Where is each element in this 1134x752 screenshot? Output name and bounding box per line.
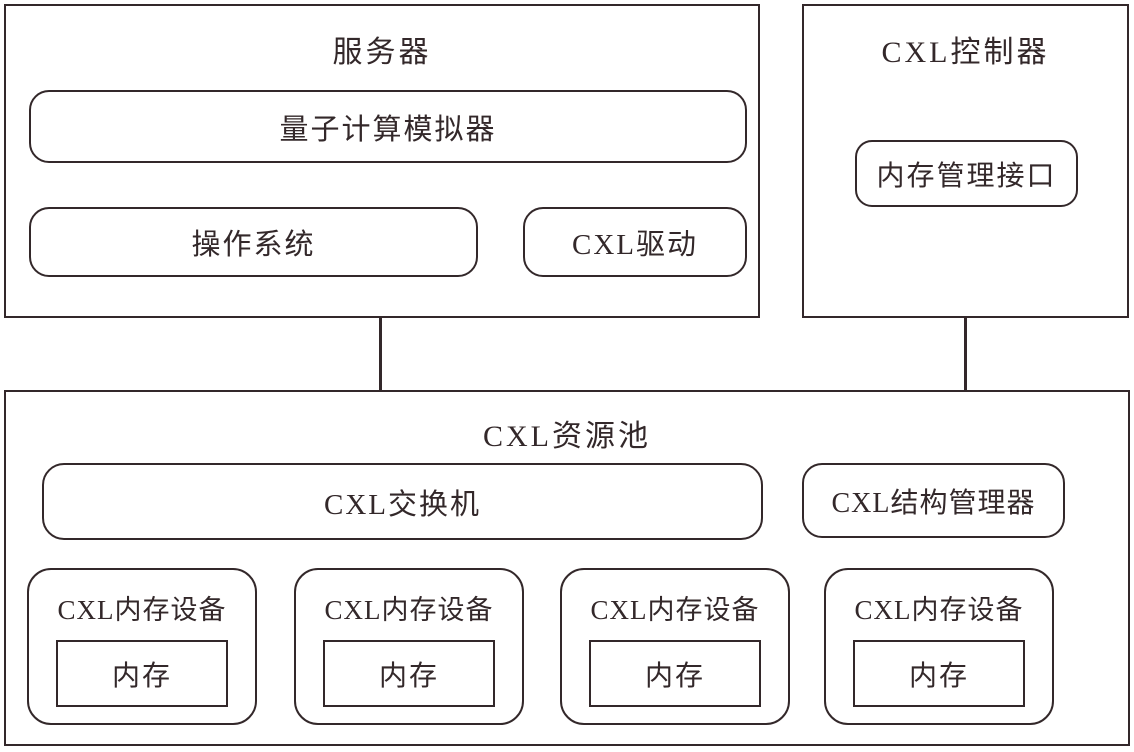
cxl-memory-device-box-2: CXL内存设备 内存 bbox=[294, 568, 524, 725]
memory-label-2: 内存 bbox=[378, 660, 439, 692]
cxl-memory-device-box-1: CXL内存设备 内存 bbox=[27, 568, 257, 725]
memory-box-2: 内存 bbox=[323, 640, 495, 707]
memory-management-interface-box: 内存管理接口 bbox=[855, 140, 1078, 207]
memory-management-interface-label: 内存管理接口 bbox=[876, 160, 1057, 192]
cxl-driver-label: CXL驱动 bbox=[571, 229, 698, 261]
cxl-fabric-manager-box: CXL结构管理器 bbox=[802, 463, 1065, 538]
cxl-memory-device-label-2: CXL内存设备 bbox=[324, 595, 494, 625]
quantum-simulator-label: 量子计算模拟器 bbox=[279, 113, 497, 146]
cxl-memory-device-label-1: CXL内存设备 bbox=[57, 595, 227, 625]
operating-system-box: 操作系统 bbox=[29, 207, 478, 277]
cxl-switch-label: CXL交换机 bbox=[323, 488, 481, 521]
cxl-controller-title: CXL控制器 bbox=[881, 36, 1050, 69]
memory-box-1: 内存 bbox=[56, 640, 228, 707]
memory-box-4: 内存 bbox=[853, 640, 1025, 707]
server-to-pool-connector bbox=[379, 318, 382, 391]
cxl-switch-box: CXL交换机 bbox=[42, 463, 763, 540]
memory-label-4: 内存 bbox=[908, 660, 969, 692]
cxl-memory-device-box-4: CXL内存设备 内存 bbox=[824, 568, 1054, 725]
server-title: 服务器 bbox=[332, 36, 432, 69]
cxl-driver-box: CXL驱动 bbox=[523, 207, 747, 277]
cxl-resource-pool-title: CXL资源池 bbox=[483, 420, 651, 453]
memory-box-3: 内存 bbox=[589, 640, 761, 707]
operating-system-label: 操作系统 bbox=[191, 229, 316, 261]
memory-label-1: 内存 bbox=[111, 660, 172, 692]
cxl-fabric-manager-label: CXL结构管理器 bbox=[831, 487, 1036, 519]
controller-to-pool-connector bbox=[964, 318, 967, 391]
cxl-memory-device-box-3: CXL内存设备 内存 bbox=[560, 568, 790, 725]
cxl-memory-device-label-3: CXL内存设备 bbox=[590, 595, 760, 625]
cxl-memory-device-label-4: CXL内存设备 bbox=[854, 595, 1024, 625]
quantum-simulator-box: 量子计算模拟器 bbox=[29, 90, 747, 163]
memory-label-3: 内存 bbox=[644, 660, 705, 692]
